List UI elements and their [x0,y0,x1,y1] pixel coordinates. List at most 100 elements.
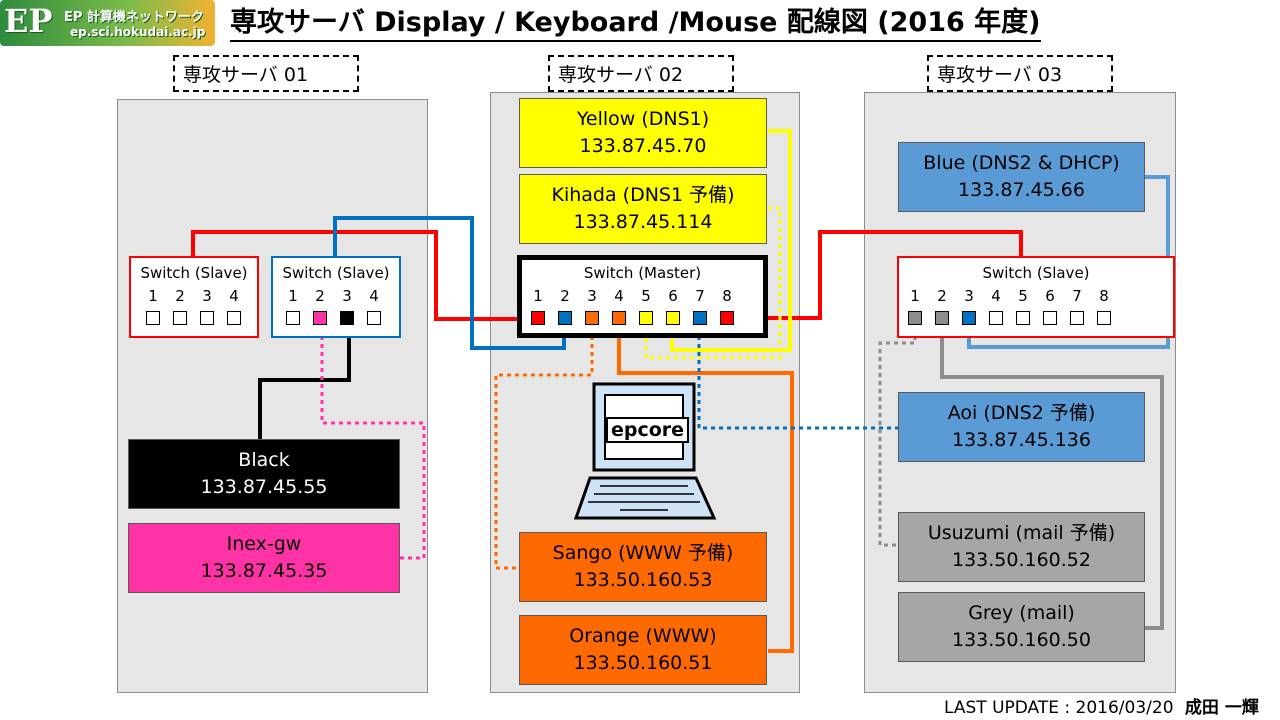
page-title: 専攻サーバ Display / Keyboard /Mouse 配線図 (201… [230,6,1041,42]
port-number: 1 [288,287,298,305]
host-yellow: Yellow (DNS1) 133.87.45.70 [519,98,767,168]
host-name: Orange (WWW) [569,625,717,647]
host-ip: 133.50.160.50 [951,629,1091,651]
host-ip: 133.87.45.55 [200,476,328,498]
switch-label: Switch (Slave) [282,264,390,282]
host-name: Grey (mail) [968,602,1075,624]
switch-port [666,311,680,325]
port-number: 4 [229,287,239,305]
switch-port [1016,311,1030,325]
port-number: 4 [991,287,1001,305]
host-name: Yellow (DNS1) [576,108,710,130]
switch-port [989,311,1003,325]
host-ip: 133.50.160.52 [951,549,1091,571]
host-ip: 133.50.160.51 [573,652,713,674]
port-number: 1 [533,287,543,305]
port-number: 5 [641,287,651,305]
wire-red-slave01a [191,230,536,321]
host-ip: 133.87.45.70 [579,135,707,157]
port-number: 2 [175,287,185,305]
switch-port [227,311,241,325]
port-number: 3 [342,287,352,305]
logo-domain: ep.sci.hokudai.ac.jp [70,25,206,39]
port-number: 3 [587,287,597,305]
port-number: 4 [614,287,624,305]
author-name: 成田 一輝 [1184,698,1259,718]
switch-label: Switch (Slave) [140,264,248,282]
wire-black [258,318,351,441]
wire-orange [617,320,794,653]
host-ip: 133.87.45.136 [951,429,1091,451]
switch-port [693,311,707,325]
port-number: 2 [315,287,325,305]
computer-icon [573,382,717,520]
host-ip: 133.50.160.53 [573,569,713,591]
switch-port [558,311,572,325]
switch-port [146,311,160,325]
wire-grey [940,320,1164,630]
switch-port [367,311,381,325]
host-ip: 133.87.45.35 [200,560,328,582]
port-number: 6 [668,287,678,305]
host-orange: Orange (WWW) 133.50.160.51 [519,615,767,685]
port-number: 7 [695,287,705,305]
switch-port [962,311,976,325]
host-name: Aoi (DNS2 予備) [947,402,1096,424]
port-number: 4 [369,287,379,305]
port-number: 7 [1072,287,1082,305]
switch-port [908,311,922,325]
port-number: 3 [202,287,212,305]
host-usuzumi: Usuzumi (mail 予備) 133.50.160.52 [898,512,1145,582]
host-kihada: Kihada (DNS1 予備) 133.87.45.114 [519,174,767,244]
switch-port [612,311,626,325]
port-number: 8 [722,287,732,305]
logo-mark: EP [4,2,53,40]
server-header-02: 専攻サーバ 02 [548,55,734,92]
logo-title: EP 計算機ネットワーク [64,10,204,25]
server-header-01: 専攻サーバ 01 [173,55,359,92]
port-number: 6 [1045,287,1055,305]
console-label: epcore [606,417,690,443]
switch-port [286,311,300,325]
host-name: Black [238,449,290,471]
host-name: Blue (DNS2 & DHCP) [923,152,1120,174]
port-number: 1 [910,287,920,305]
wire-lightblue [967,175,1170,349]
switch-port [720,311,734,325]
host-name: Usuzumi (mail 予備) [927,522,1116,544]
switch-port [313,311,327,325]
switch-port [639,311,653,325]
host-sango: Sango (WWW 予備) 133.50.160.53 [519,532,767,602]
port-number: 2 [560,287,570,305]
port-number: 5 [1018,287,1028,305]
port-number: 3 [964,287,974,305]
host-grey: Grey (mail) 133.50.160.50 [898,592,1145,662]
wire-grey-dotted [878,320,917,547]
switch-port [173,311,187,325]
logo: EP EP 計算機ネットワーク ep.sci.hokudai.ac.jp [0,0,215,46]
switch-port [585,311,599,325]
port-number: 1 [148,287,158,305]
update-text: LAST UPDATE : 2016/03/20 [944,698,1174,718]
wire-pink-dotted [320,320,426,560]
server-header-03: 専攻サーバ 03 [927,55,1113,92]
switch-port [935,311,949,325]
switch-port [1097,311,1111,325]
port-number: 2 [937,287,947,305]
wire-blue-slave01b [333,216,566,350]
switch-port [1070,311,1084,325]
wire-blue-dotted [697,320,898,430]
switch-port [340,311,354,325]
host-name: Inex-gw [226,533,302,555]
last-update: LAST UPDATE : 2016/03/20 成田 一輝 [944,693,1259,718]
host-blue: Blue (DNS2 & DHCP) 133.87.45.66 [898,142,1145,212]
server-panel-01 [117,99,428,693]
switch-port [200,311,214,325]
switch-label: Switch (Master) [583,264,702,282]
host-black: Black 133.87.45.55 [128,439,400,509]
host-aoi: Aoi (DNS2 予備) 133.87.45.136 [898,392,1145,462]
host-ip: 133.87.45.114 [573,211,713,233]
switch-port [1043,311,1057,325]
wire-red-slave03 [758,230,1023,320]
